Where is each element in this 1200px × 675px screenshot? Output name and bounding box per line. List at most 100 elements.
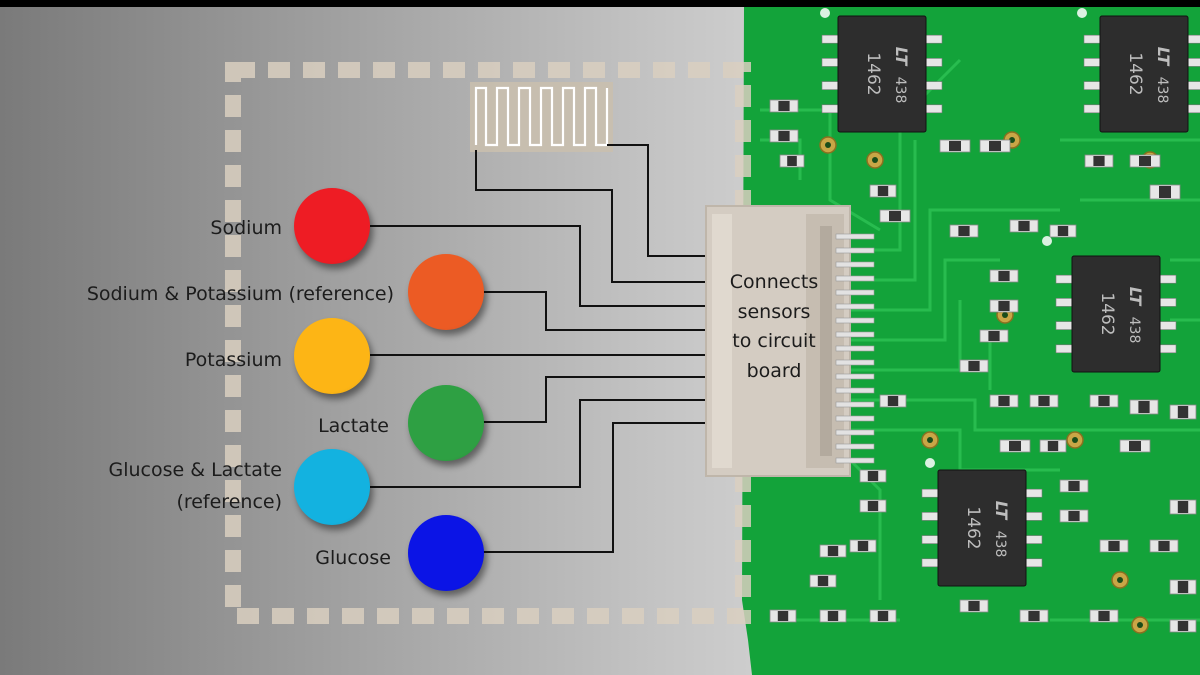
pcb-components	[769, 99, 1197, 633]
pcb-smd-body	[1177, 501, 1189, 513]
wire-serpentine-right	[607, 144, 712, 257]
connector-pin	[835, 415, 875, 422]
connector-pin	[835, 373, 875, 380]
pcb-smd-body	[867, 471, 879, 481]
connector-pin	[835, 457, 875, 464]
pcb-via-hole	[927, 437, 933, 443]
glucose-lactate-ref-sensor	[294, 449, 370, 525]
pcb-smd-body	[1028, 611, 1040, 621]
ic-part-number: 1462	[963, 506, 983, 549]
top-black-bar	[0, 0, 1200, 7]
pcb-smd-body	[998, 301, 1010, 311]
connector-pin	[835, 303, 875, 310]
pcb-via-hole	[1072, 437, 1078, 443]
glucose-label: Glucose	[315, 547, 391, 569]
ic-body	[1071, 255, 1161, 373]
pcb-smd-body	[827, 611, 839, 621]
pcb-smd-body	[998, 271, 1010, 281]
ic-part-number: 1462	[863, 52, 883, 95]
potassium-label: Potassium	[184, 349, 282, 371]
connector-caption-line1: Connects	[729, 271, 819, 293]
pcb-smd-body	[1177, 406, 1189, 418]
pcb-smd-body	[1129, 441, 1141, 451]
pcb-via-hole	[1117, 577, 1123, 583]
pcb-smd-body	[877, 611, 889, 621]
connector-pin	[835, 233, 875, 240]
pcb-trace	[850, 208, 1060, 312]
ic-logo: LT	[1126, 287, 1145, 307]
wire-glucose-lactate-ref	[370, 399, 712, 488]
connector-pin	[835, 317, 875, 324]
connector-pin	[835, 401, 875, 408]
glucose-lactate-ref-label: Glucose & Lactate (reference)	[108, 454, 282, 518]
pcb-via-hole	[1009, 137, 1015, 143]
ic-logo: LT	[892, 47, 911, 67]
pcb-smd-body	[1139, 156, 1151, 166]
serpentine-sensor-trace	[470, 82, 613, 152]
pcb-smd-body	[857, 541, 869, 551]
sodium-potassium-ref-label: Sodium & Potassium (reference)	[86, 283, 394, 305]
connector-pin	[835, 429, 875, 436]
pcb-via-hole	[1137, 622, 1143, 628]
pcb-smd-body	[877, 186, 889, 196]
pcb-smd-body	[1018, 221, 1030, 231]
glucose-lactate-ref-label-line2: (reference)	[176, 491, 282, 513]
wire-serpentine-left	[475, 150, 712, 283]
connector-caption-line3: to circuit	[732, 330, 816, 352]
pcb-smd-body	[867, 501, 879, 511]
pcb-smd-body	[777, 611, 789, 621]
ic-code: 438	[1126, 317, 1142, 344]
wire-lactate	[483, 376, 712, 423]
ic-logo: LT	[1154, 47, 1173, 67]
pcb-smd-body	[949, 141, 961, 151]
connector-pin	[835, 359, 875, 366]
wire-sodium	[370, 225, 712, 307]
pcb-smd-body	[1057, 226, 1069, 236]
ic-code: 438	[992, 531, 1008, 558]
pcb-smd-body	[787, 156, 797, 166]
connector-pin	[835, 275, 875, 282]
pcb-smd-body	[1108, 541, 1120, 551]
ic-part-number: 1462	[1097, 292, 1117, 335]
sodium-potassium-ref-sensor	[408, 254, 484, 330]
pcb-smd-body	[1177, 581, 1189, 593]
pcb-board	[742, 7, 1200, 675]
wire-glucose	[483, 422, 712, 553]
sodium-sensor	[294, 188, 370, 264]
ic-body	[1099, 15, 1189, 133]
lactate-label: Lactate	[318, 415, 389, 437]
pcb-smd-body	[778, 101, 790, 111]
wire-sodium-potassium-ref	[483, 291, 712, 331]
connector-pin	[835, 387, 875, 394]
pcb-smd-body	[827, 546, 839, 556]
silkscreen-star	[1077, 8, 1087, 18]
glucose-sensor	[408, 515, 484, 591]
pcb-trace	[850, 58, 962, 252]
ic-body	[837, 15, 927, 133]
pcb-via-hole	[872, 157, 878, 163]
pcb-smd-body	[1138, 401, 1150, 413]
ic-part-number: 1462	[1125, 52, 1145, 95]
connector-pin	[835, 247, 875, 254]
pcb-smd-body	[778, 131, 790, 141]
pcb-smd-body	[1159, 186, 1171, 198]
pcb-smd-body	[817, 576, 829, 586]
silkscreen-star	[925, 458, 935, 468]
connector-pin	[835, 261, 875, 268]
pcb-via-hole	[1002, 312, 1008, 318]
pcb-smd-body	[989, 141, 1001, 151]
pcb-smd-body	[1177, 621, 1189, 631]
pcb-smd-body	[1009, 441, 1021, 451]
pcb-smd-body	[1098, 396, 1110, 406]
silkscreen-star	[820, 8, 830, 18]
silkscreen-star	[1042, 236, 1052, 246]
pcb-trace	[850, 258, 1000, 342]
connector-caption-line4: board	[746, 359, 802, 382]
connector-caption: Connects sensors to circuit board	[716, 268, 832, 386]
sodium-label: Sodium	[210, 217, 282, 239]
